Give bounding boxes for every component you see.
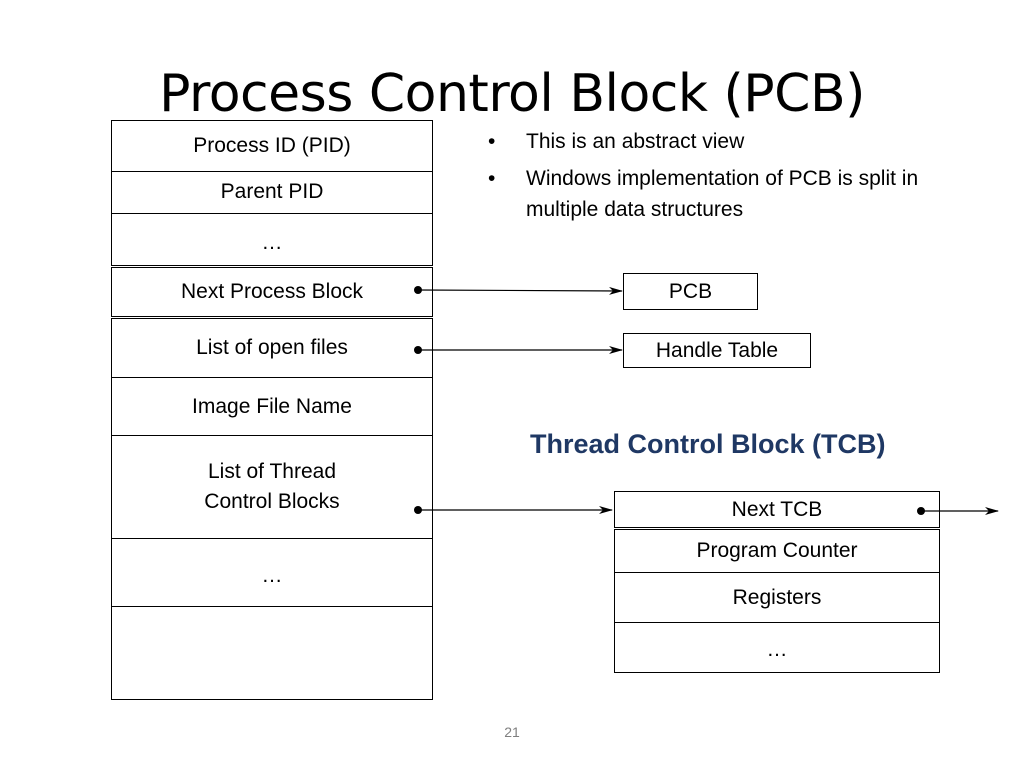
tcb-field-next-tcb: Next TCB bbox=[614, 491, 940, 528]
arrow-next-process-to-pcb bbox=[414, 286, 623, 295]
target-pcb-box: PCB bbox=[623, 273, 758, 310]
pcb-field-empty bbox=[111, 606, 433, 700]
tcb-field-ellipsis: … bbox=[614, 622, 940, 673]
arrow-open-files-to-handle-table bbox=[414, 346, 623, 354]
pcb-field-ellipsis-1: … bbox=[111, 213, 433, 266]
pcb-field-open-files: List of open files bbox=[111, 318, 433, 378]
target-handle-table-box: Handle Table bbox=[623, 333, 811, 368]
slide-title: Process Control Block (PCB) bbox=[159, 64, 865, 124]
page-number: 21 bbox=[504, 724, 520, 740]
tcb-field-registers: Registers bbox=[614, 572, 940, 623]
bullet-item: •This is an abstract view bbox=[488, 126, 958, 157]
tcb-title: Thread Control Block (TCB) bbox=[530, 429, 886, 459]
arrow-next-tcb-outgoing bbox=[917, 507, 999, 515]
bullet-item: •Windows implementation of PCB is split … bbox=[488, 163, 958, 225]
pcb-field-image-file-name: Image File Name bbox=[111, 377, 433, 436]
bullet-dot: • bbox=[488, 130, 496, 153]
pcb-field-thread-list: List of Thread Control Blocks bbox=[111, 435, 433, 539]
pcb-field-next-process-block: Next Process Block bbox=[111, 267, 433, 317]
bullet-list: •This is an abstract view •Windows imple… bbox=[488, 126, 958, 231]
pcb-field-pid: Process ID (PID) bbox=[111, 120, 433, 172]
pcb-field-parent-pid: Parent PID bbox=[111, 171, 433, 214]
arrow-thread-list-to-tcb bbox=[414, 506, 613, 514]
bullet-dot: • bbox=[488, 167, 496, 190]
